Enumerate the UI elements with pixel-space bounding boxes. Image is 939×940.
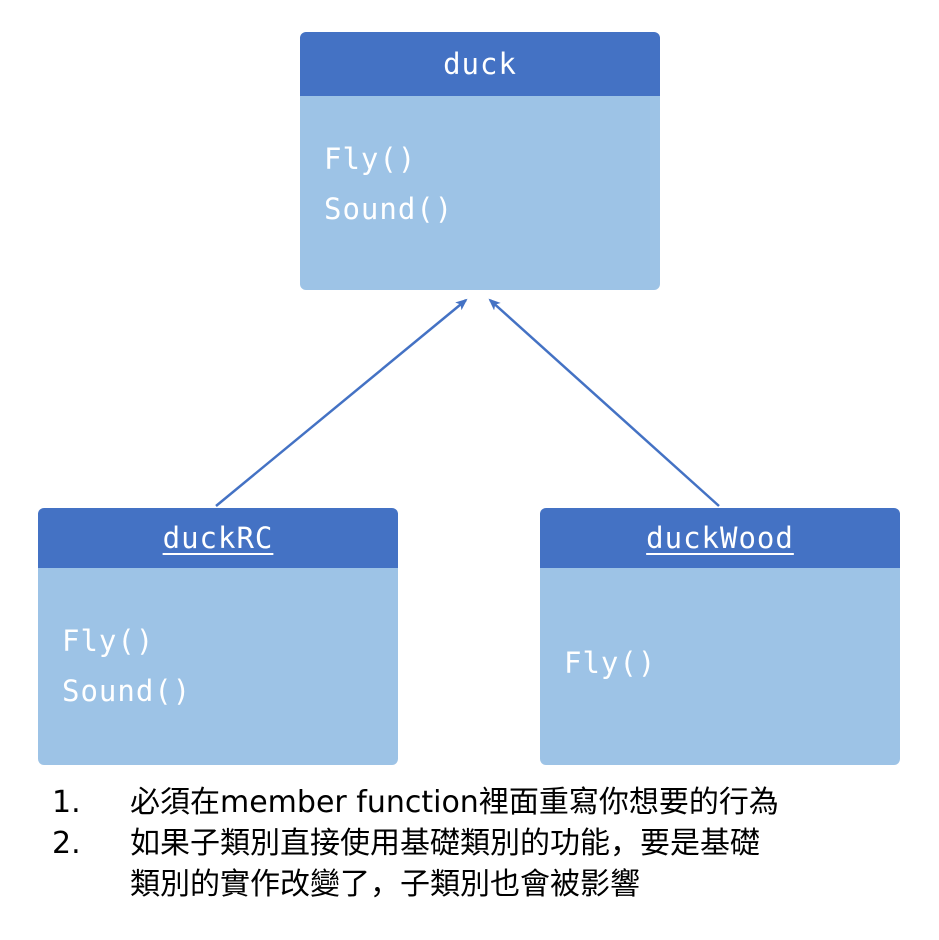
note-item-2: 2. 如果子類別直接使用基礎類別的功能，要是基礎 類別的實作改變了，子類別也會被… [52, 823, 900, 905]
class-box-duck: duck Fly() Sound() [300, 32, 660, 290]
class-title-duckrc: duckRC [162, 521, 274, 555]
method-fly: Fly() [62, 624, 155, 658]
class-body-duckwood: Fly() [540, 568, 900, 765]
note-line: 類別的實作改變了，子類別也會被影響 [130, 867, 640, 902]
class-title-duckwood: duckWood [646, 521, 794, 555]
note-line: 如果子類別直接使用基礎類別的功能，要是基礎 [130, 826, 760, 861]
method-sound: Sound() [324, 192, 454, 226]
note-line: 必須在member function裡面重寫你想要的行為 [130, 785, 779, 820]
method-fly: Fly() [324, 142, 417, 176]
class-header-duckwood: duckWood [540, 508, 900, 568]
note-text: 必須在member function裡面重寫你想要的行為 [130, 782, 900, 823]
inheritance-arrow-left [215, 298, 468, 507]
class-title-duck: duck [443, 47, 517, 81]
method-fly: Fly() [564, 646, 657, 680]
class-body-duck: Fly() Sound() [300, 96, 660, 290]
note-text: 如果子類別直接使用基礎類別的功能，要是基礎 類別的實作改變了，子類別也會被影響 [130, 823, 900, 905]
class-body-duckrc: Fly() Sound() [38, 568, 398, 765]
class-header-duckrc: duckRC [38, 508, 398, 568]
note-item-1: 1. 必須在member function裡面重寫你想要的行為 [52, 782, 900, 823]
note-number: 2. [52, 826, 81, 861]
class-header-duck: duck [300, 32, 660, 96]
inheritance-arrow-right [488, 298, 720, 507]
method-sound: Sound() [62, 674, 192, 708]
notes-list: 1. 必須在member function裡面重寫你想要的行為 2. 如果子類別… [52, 782, 900, 905]
class-box-duckrc: duckRC Fly() Sound() [38, 508, 398, 765]
note-number: 1. [52, 785, 81, 820]
class-box-duckwood: duckWood Fly() [540, 508, 900, 765]
